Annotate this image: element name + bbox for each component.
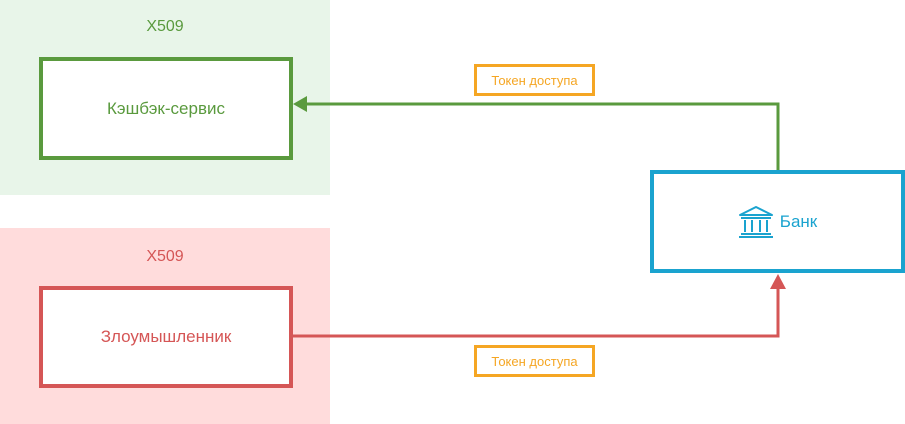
attacker-node: Злоумышленник xyxy=(39,286,293,388)
bank-label: Банк xyxy=(779,211,818,231)
access-token-label-top: Токен доступа xyxy=(474,64,595,96)
attacker-zone-label: X509 xyxy=(146,248,184,265)
access-token-label-bottom: Токен доступа xyxy=(474,345,595,377)
edge-attacker-to-bank xyxy=(293,287,780,338)
cashback-service-label: Кэшбэк-сервис xyxy=(107,98,225,118)
edge-bank-to-cashback-arrowhead xyxy=(293,96,307,112)
trusted-zone-label: X509 xyxy=(146,18,184,35)
bank-node: Банк xyxy=(650,170,905,273)
access-token-bottom-text: Токен доступа xyxy=(491,353,578,369)
bank-icon xyxy=(738,205,773,238)
edge-attacker-to-bank-arrowhead xyxy=(770,274,786,289)
attacker-label: Злоумышленник xyxy=(100,327,232,346)
access-token-top-text: Токен доступа xyxy=(491,72,578,88)
cashback-service-node: Кэшбэк-сервис xyxy=(39,57,293,160)
edge-bank-to-cashback xyxy=(305,102,780,170)
